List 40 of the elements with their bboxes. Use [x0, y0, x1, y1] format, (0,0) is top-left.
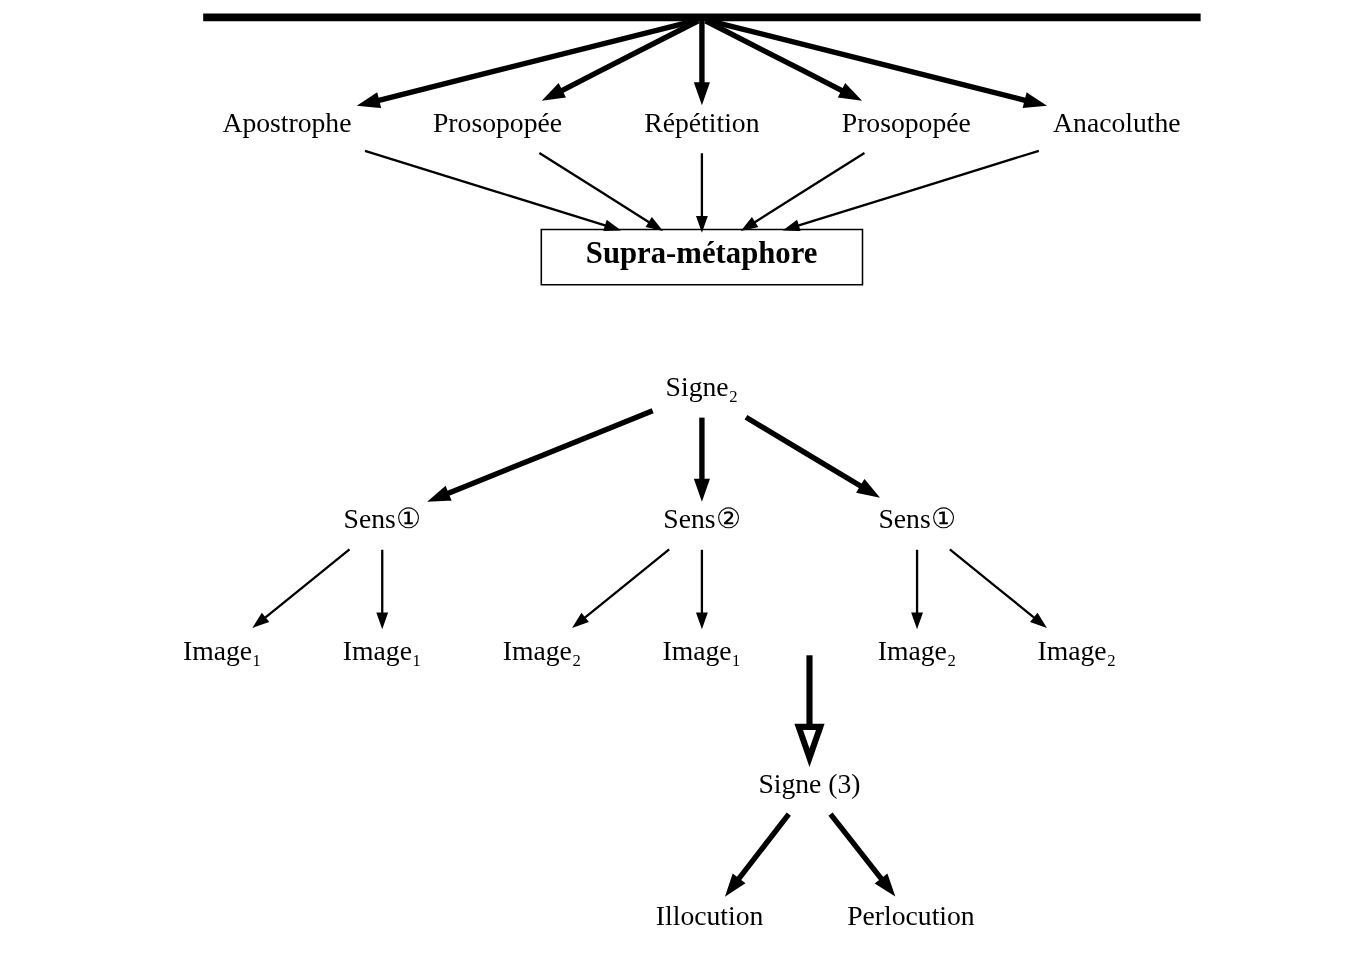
arrow	[782, 149, 1040, 232]
node-text: Image₁	[183, 635, 262, 667]
arrow	[695, 153, 708, 233]
node-text: Image₂	[1037, 635, 1117, 667]
node-text: Image₂	[502, 635, 582, 667]
arrow	[538, 151, 664, 232]
node-text: Sens①	[878, 503, 956, 535]
node-text: Illocution	[655, 899, 764, 931]
node-text: Signe₂	[665, 371, 739, 403]
node-text: Anacoluthe	[1053, 106, 1181, 138]
node-text: Prosopopée	[432, 106, 563, 138]
arrow	[695, 549, 708, 630]
arrow	[828, 812, 896, 897]
arrow	[541, 18, 700, 101]
node-text: Perlocution	[847, 899, 975, 931]
node-bar	[203, 13, 1201, 22]
arrow	[364, 149, 622, 232]
node-text: Apostrophe	[222, 106, 352, 138]
node-text: Prosopopée	[841, 106, 971, 138]
node-box: Supra-métaphore	[540, 228, 864, 286]
node-text: Sens②	[663, 503, 741, 535]
arrow	[949, 548, 1047, 628]
node-text: Sens①	[343, 503, 421, 535]
node-text: Signe (3)	[758, 767, 861, 799]
node-text: Image₂	[877, 635, 957, 667]
node-text: Répétition	[644, 106, 760, 138]
node-text: Image₁	[342, 635, 422, 667]
arrow	[794, 655, 825, 767]
arrow	[427, 408, 654, 502]
arrow	[744, 415, 881, 498]
arrow	[724, 812, 791, 897]
arrow	[252, 548, 351, 628]
arrow	[693, 417, 710, 502]
arrow	[693, 20, 710, 106]
arrow	[704, 18, 863, 101]
node-text: Image₁	[662, 635, 742, 667]
arrow	[376, 549, 389, 630]
arrow	[740, 151, 866, 232]
arrow	[572, 548, 670, 628]
arrow	[911, 549, 923, 630]
